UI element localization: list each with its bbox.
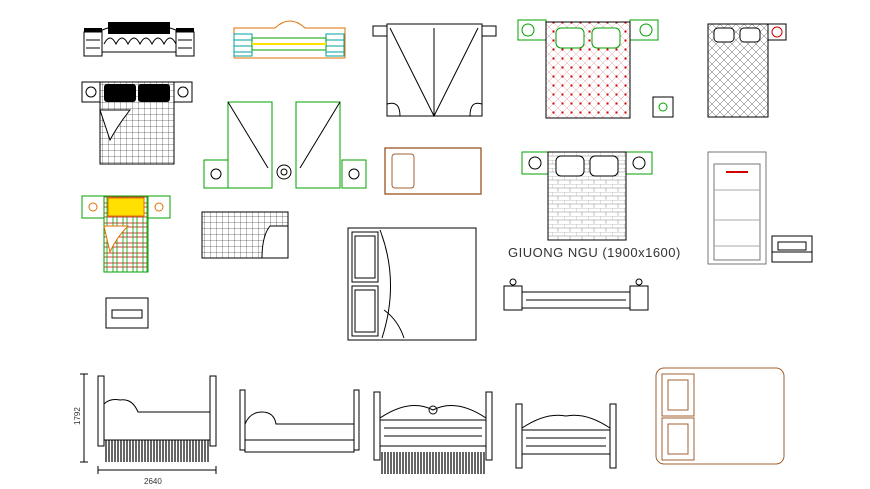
bed-plan-plaid: [81, 81, 193, 165]
bed-plan-large: [347, 227, 477, 341]
four-poster-side-elevation: [80, 373, 217, 474]
dimension-height: 1792: [73, 407, 82, 425]
single-bed-brown: [384, 147, 482, 195]
ornate-front-elevation-2: [515, 403, 617, 469]
bed-elevation-colored: [233, 20, 346, 59]
bed-elevation-ornate: [83, 22, 195, 57]
dimension-width: 2640: [144, 477, 162, 486]
bed-plan-quilt-brick: [521, 151, 653, 241]
bed-plan-folded-cover: [372, 23, 497, 118]
bed-plan-quilt-red: [517, 19, 674, 119]
drawing-caption: GIUONG NGU (1900x1600): [508, 245, 681, 260]
single-bed-yellow: [81, 195, 171, 273]
bed-side-elevation: [239, 389, 360, 453]
daybed-plan-gray: [707, 151, 767, 265]
bed-plan-open-covers: [203, 101, 367, 189]
mattress-plaid: [201, 211, 289, 259]
nightstand-right: [771, 235, 813, 263]
bed-elevation-low: [503, 278, 649, 311]
ornate-front-elevation-1: [373, 391, 493, 474]
bed-plan-quilt-diamond: [707, 23, 787, 118]
nightstand-left: [105, 297, 149, 329]
bed-plan-brown: [655, 367, 785, 465]
